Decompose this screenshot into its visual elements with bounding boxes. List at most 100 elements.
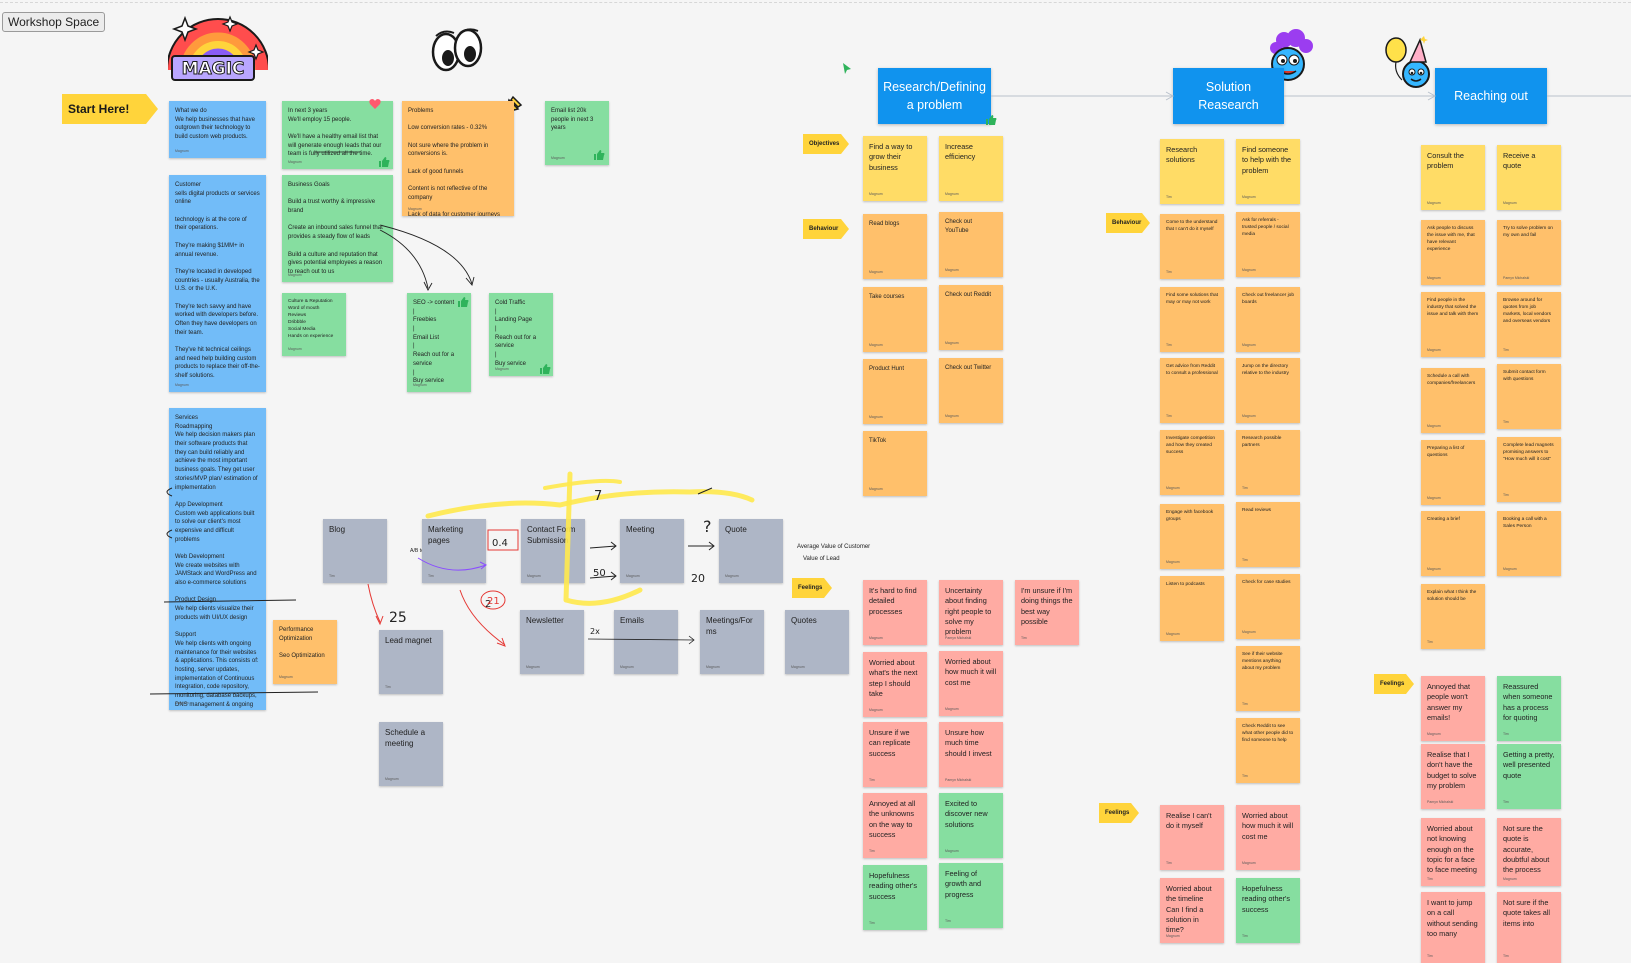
sticky-note-customer[interactable]: Customer sells digital products or servi… bbox=[169, 175, 266, 392]
sticky-note-reaching-behaviour[interactable]: Ask people to discuss the issue with me,… bbox=[1421, 220, 1485, 285]
sticky-note-solution-feeling[interactable]: Worried about the timeline Can I find a … bbox=[1160, 878, 1224, 943]
tag-behaviour[interactable]: Behaviour bbox=[1106, 213, 1150, 233]
thumbs-up-icon[interactable] bbox=[539, 363, 551, 375]
sticky-note-solution-behaviour[interactable]: Check Reddit to see what other people di… bbox=[1236, 718, 1300, 783]
sticky-note-performance[interactable]: Performance Optimization Seo Optimizatio… bbox=[273, 620, 337, 684]
sticky-note-solution-behaviour[interactable]: Find some solutions that may or may not … bbox=[1160, 287, 1224, 352]
value-of-lead-text[interactable]: Value of Lead bbox=[803, 556, 840, 562]
sticky-note-research-feeling[interactable]: I'm unsure if I'm doing things the best … bbox=[1015, 580, 1079, 645]
average-value-text[interactable]: Average Value of Customer bbox=[797, 544, 871, 550]
sticky-note-solution-behaviour[interactable]: Get advice from Reddit to consult a prof… bbox=[1160, 358, 1224, 423]
workspace-label[interactable]: Workshop Space bbox=[2, 12, 106, 32]
sticky-note-reaching-feeling[interactable]: Not sure if the quote takes all items in… bbox=[1497, 892, 1561, 963]
start-here-marker[interactable]: Start Here! bbox=[62, 94, 158, 124]
sticky-note-reaching-feeling[interactable]: I want to jump on a call without sending… bbox=[1421, 892, 1485, 963]
sticky-note-problems[interactable]: Problems Low conversion rates - 0.32% No… bbox=[402, 101, 514, 216]
googly-eyes-sticker[interactable] bbox=[430, 28, 486, 78]
stage-reaching-out[interactable]: Reaching out bbox=[1435, 68, 1547, 124]
tag-feelings[interactable]: Feelings bbox=[1099, 803, 1139, 823]
sticky-note-research-feeling[interactable]: Worried about what's the next step I sho… bbox=[863, 652, 927, 717]
sticky-note-research-feeling[interactable]: Annoyed at all the unknowns on the way t… bbox=[863, 793, 927, 858]
thumbs-up-icon[interactable] bbox=[457, 296, 469, 308]
stage-research[interactable]: Research/Defining a problem bbox=[878, 68, 991, 124]
sticky-note-reaching-feeling[interactable]: Worried about not knowing enough on the … bbox=[1421, 818, 1485, 886]
sticky-note-seo-funnel[interactable]: SEO -> content | Freebies | Email List |… bbox=[407, 293, 471, 392]
sticky-note-solution-behaviour[interactable]: See if their website mentions anything a… bbox=[1236, 646, 1300, 711]
sticky-note-reaching-feeling[interactable]: Reassured when someone has a process for… bbox=[1497, 676, 1561, 741]
sticky-note-cold-traffic[interactable]: Cold Traffic | Landing Page | Reach out … bbox=[489, 293, 553, 376]
sticky-note-solution-behaviour[interactable]: Jump on the directory relative to the in… bbox=[1236, 358, 1300, 423]
tag-feelings[interactable]: Feelings bbox=[1374, 674, 1414, 694]
sticky-note-reaching-feeling[interactable]: Realise that I don't have the budget to … bbox=[1421, 744, 1485, 809]
sticky-note-services[interactable]: Services Roadmapping We help decision ma… bbox=[169, 408, 266, 710]
magic-rainbow-sticker[interactable]: MAGIC bbox=[168, 14, 268, 84]
sticky-note-what-we-do[interactable]: What we do We help businesses that have … bbox=[169, 101, 266, 158]
sticky-note-culture-reputation[interactable]: Culture & Reputation Word of mouth Revie… bbox=[282, 293, 346, 356]
sticky-note-reaching-feeling[interactable]: Not sure the quote is accurate, doubtful… bbox=[1497, 818, 1561, 886]
tag-feelings[interactable]: Feelings bbox=[792, 578, 832, 598]
sticky-note-reaching-behaviour[interactable]: Browse around for quotes from job market… bbox=[1497, 292, 1561, 357]
sticky-note-reaching-behaviour[interactable]: Find people in the industry that solved … bbox=[1421, 292, 1485, 357]
sticky-note-solution-behaviour[interactable]: Ask for referrals - trusted people / soc… bbox=[1236, 212, 1300, 277]
thumbs-up-icon[interactable] bbox=[985, 114, 997, 126]
sticky-note-solution-behaviour[interactable]: Investigate competition and how they cre… bbox=[1160, 430, 1224, 495]
stage-solution-research[interactable]: Solution Reasearch bbox=[1173, 68, 1284, 124]
thumbs-up-icon[interactable] bbox=[593, 149, 605, 161]
heart-icon[interactable] bbox=[369, 98, 381, 110]
tag-objectives[interactable]: Objectives bbox=[803, 134, 849, 154]
thumbs-up-icon[interactable] bbox=[378, 156, 390, 168]
monster-character-sticker[interactable] bbox=[1262, 28, 1316, 84]
sticky-note-business-goals[interactable]: Business Goals Build a trust worthy & im… bbox=[282, 175, 393, 282]
sticky-note-reaching-behaviour[interactable]: Schedule a call with companies/freelance… bbox=[1421, 368, 1485, 433]
tag-behaviour[interactable]: Behaviour bbox=[803, 219, 849, 239]
sticky-note-research-feeling[interactable]: Uncertainty about finding right people t… bbox=[939, 580, 1003, 645]
